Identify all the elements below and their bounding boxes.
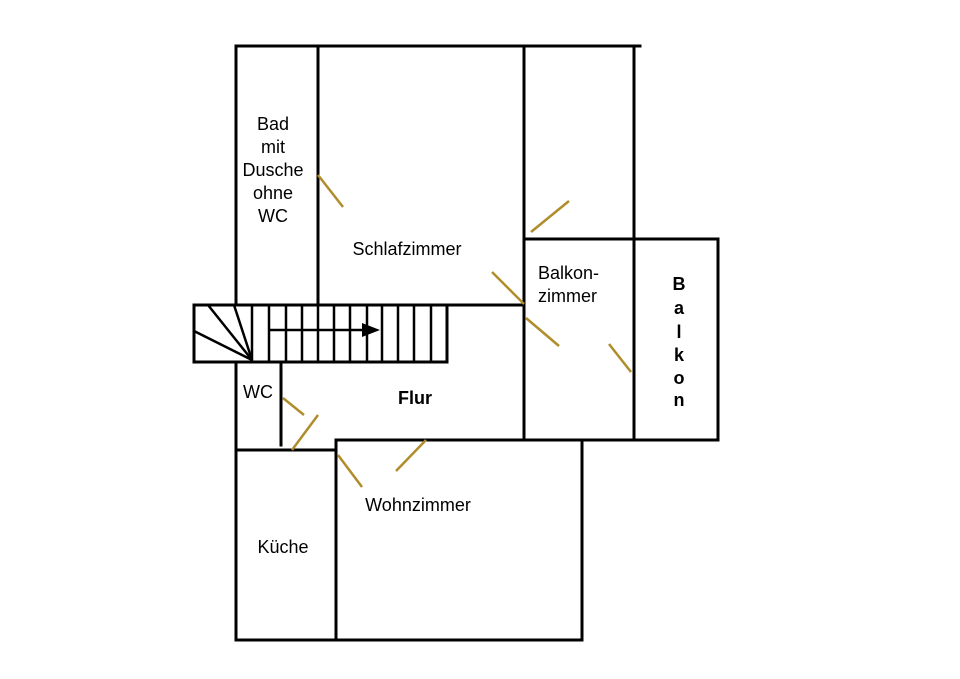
doors	[282, 174, 632, 488]
svg-text:l: l	[676, 322, 681, 342]
room-kueche-label: Küche	[257, 537, 308, 557]
room-wc-label: WC	[243, 382, 273, 402]
svg-text:Balkon-: Balkon-	[538, 263, 599, 283]
room-flur-label: Flur	[398, 388, 432, 408]
staircase	[192, 303, 449, 364]
walls	[192, 44, 642, 642]
room-bad-label: Bad mit Dusche ohne WC	[242, 114, 303, 226]
svg-text:o: o	[674, 368, 685, 388]
room-wohnzimmer-label: Wohnzimmer	[365, 495, 471, 515]
room-schlafzimmer-label: Schlafzimmer	[352, 239, 461, 259]
room-balkon-label: B a l k o n	[673, 274, 686, 410]
svg-text:WC: WC	[258, 206, 288, 226]
svg-text:n: n	[674, 390, 685, 410]
svg-text:a: a	[674, 298, 685, 318]
svg-text:zimmer: zimmer	[538, 286, 597, 306]
svg-text:k: k	[674, 345, 685, 365]
svg-text:Bad: Bad	[257, 114, 289, 134]
svg-text:ohne: ohne	[253, 183, 293, 203]
svg-text:B: B	[673, 274, 686, 294]
svg-text:mit: mit	[261, 137, 285, 157]
room-balkonzimmer-label: Balkon- zimmer	[538, 263, 599, 306]
svg-text:Dusche: Dusche	[242, 160, 303, 180]
